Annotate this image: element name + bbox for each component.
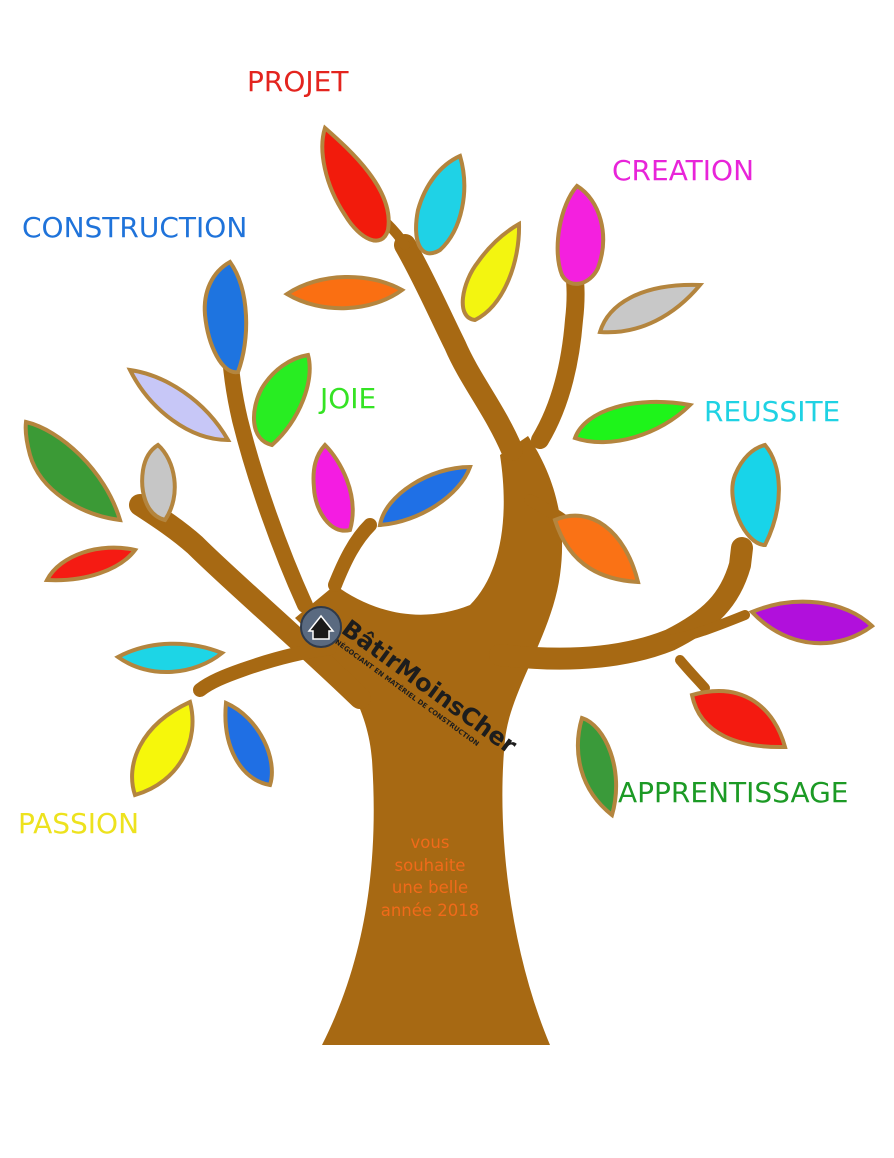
leaf-purple (748, 599, 876, 646)
leaf-blue (202, 259, 249, 375)
leaf-yellow (460, 220, 522, 323)
word-creation: CREATION (612, 154, 755, 187)
word-passion: PASSION (18, 807, 140, 840)
leaf-lavender (126, 367, 232, 443)
greeting-message: vous souhaite une belle année 2018 (366, 832, 494, 922)
leaf-cyan-2 (730, 442, 781, 548)
leaf-green-2 (575, 715, 618, 819)
greeting-line: vous (410, 833, 450, 852)
word-joie: JOIE (320, 382, 377, 415)
word-reussite: REUSSITE (704, 395, 841, 428)
leaf-magenta-2 (311, 442, 355, 533)
leaves (23, 124, 876, 819)
leaf-yellow-2 (130, 699, 195, 798)
leaf-red-2 (689, 689, 788, 750)
leaf-gray (597, 282, 705, 335)
leaf-red (320, 124, 391, 243)
leaf-red-3 (43, 545, 139, 583)
house-icon-glyph (307, 614, 335, 640)
leaf-cyan (414, 153, 467, 256)
tree-trunk (129, 190, 753, 1045)
leaf-green-4 (23, 419, 123, 523)
leaf-cyan-3 (114, 641, 226, 675)
greeting-line: souhaite (394, 855, 466, 875)
leaf-green-3 (251, 352, 312, 448)
leaf-magenta (555, 183, 606, 286)
word-apprentissage: APPRENTISSAGE (618, 776, 849, 809)
word-construction: CONSTRUCTION (22, 211, 248, 244)
greeting-line: année 2018 (380, 900, 480, 920)
leaf-blue-2 (377, 464, 473, 528)
leaf-orange-2 (552, 513, 641, 585)
leaf-gray-2 (140, 442, 177, 523)
leaf-orange (283, 275, 406, 311)
leaf-blue-3 (223, 700, 274, 788)
word-projet: PROJET (247, 65, 349, 98)
leaf-green (572, 400, 695, 445)
greeting-line: une belle (391, 878, 469, 897)
